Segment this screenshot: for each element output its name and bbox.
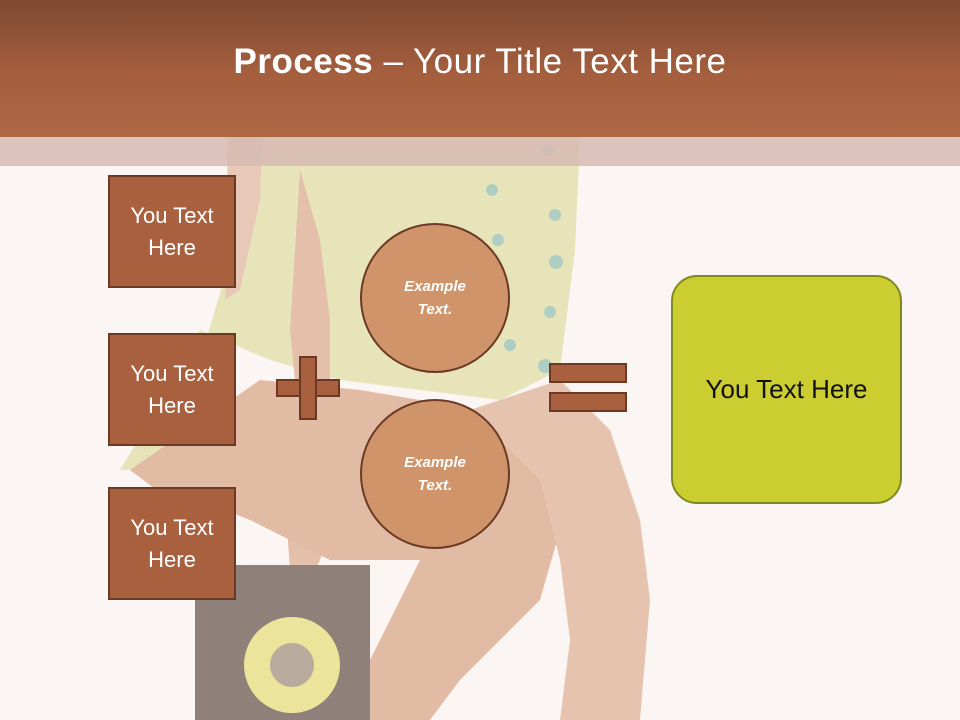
- example-circle-2[interactable]: Example Text.: [360, 399, 510, 549]
- text-box-2[interactable]: You Text Here: [108, 333, 236, 446]
- title-rest: – Your Title Text Here: [373, 41, 727, 81]
- text-box-3[interactable]: You Text Here: [108, 487, 236, 600]
- equals-icon: [549, 363, 627, 413]
- slide-title: Process – Your Title Text Here: [234, 42, 727, 82]
- text-box-1[interactable]: You Text Here: [108, 175, 236, 288]
- result-box[interactable]: You Text Here: [671, 275, 902, 504]
- example-circle-1[interactable]: Example Text.: [360, 223, 510, 373]
- title-band: [0, 137, 960, 166]
- title-bar: Process – Your Title Text Here: [0, 0, 960, 137]
- plus-icon: [276, 356, 340, 420]
- title-strong: Process: [233, 41, 374, 81]
